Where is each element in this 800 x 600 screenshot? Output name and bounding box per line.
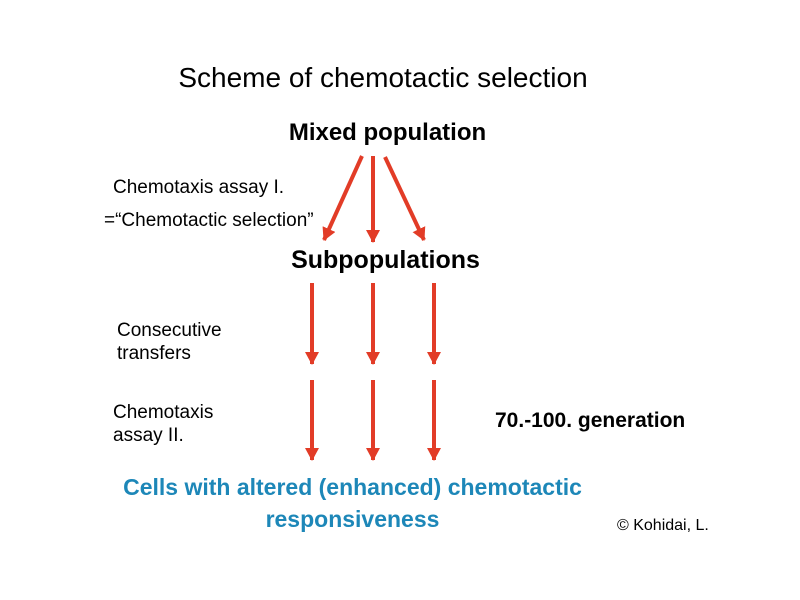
mixed-population-label: Mixed population: [288, 119, 487, 146]
chemotaxis-assay-1-label: Chemotaxis assay I.: [113, 177, 285, 198]
chemotaxis-assay-2-line1: Chemotaxis: [113, 402, 214, 423]
consecutive-transfers-line1: Consecutive: [117, 320, 222, 341]
copyright-credit: © Kohidai, L.: [617, 517, 709, 534]
subpopulations-label: Subpopulations: [291, 246, 480, 274]
result-text: Cells with altered (enhanced) chemotacti…: [0, 471, 705, 535]
slide-title: Scheme of chemotactic selection: [178, 62, 588, 93]
result-line1: Cells with altered (enhanced) chemotacti…: [123, 474, 582, 500]
chemotaxis-assay-2-label: Chemotaxis assay II.: [113, 401, 213, 447]
selection-arrow-left: [322, 155, 364, 241]
chemotactic-selection-label: =“Chemotactic selection”: [104, 210, 314, 231]
consecutive-transfers-label: Consecutive transfers: [117, 319, 222, 365]
generation-label: 70.-100. generation: [495, 409, 686, 432]
consecutive-transfers-line2: transfers: [117, 343, 191, 364]
selection-arrow-right: [383, 156, 426, 241]
chemotaxis-assay-2-line2: assay II.: [113, 425, 184, 446]
result-line2: responsiveness: [265, 506, 440, 532]
